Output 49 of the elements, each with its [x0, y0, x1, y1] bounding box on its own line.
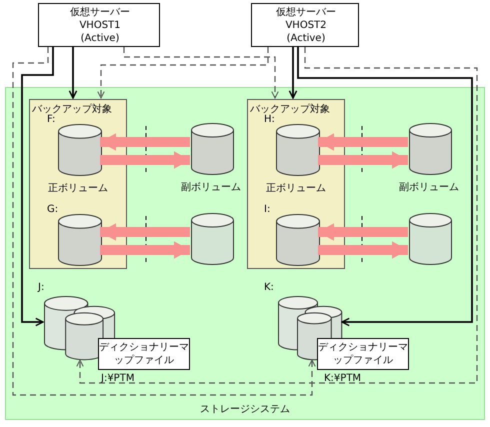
volume-label: 正ボリューム	[48, 182, 108, 195]
replication-arrow	[318, 151, 408, 169]
volume-label: 副ボリューム	[181, 181, 241, 194]
drive-label: G:	[47, 203, 58, 216]
volume-cylinder	[58, 214, 102, 266]
path-label: J:¥PTM	[101, 372, 134, 385]
connector-arrow	[21, 47, 54, 326]
drive-label: J:	[38, 281, 44, 294]
connector-arrow	[97, 47, 269, 98]
system-label: ストレージシステム	[199, 403, 291, 416]
backup-target-box	[29, 99, 127, 269]
connector-arrow	[288, 47, 298, 99]
volume-cylinder	[276, 124, 320, 176]
file-label: ディクショナリーマップファイル	[99, 341, 189, 367]
connector-arrow	[123, 47, 279, 98]
server-label: 仮想サーバー VHOST1 (Active)	[69, 6, 131, 45]
replication-arrow	[100, 223, 190, 241]
volume-cylinder	[191, 123, 234, 175]
volume-cylinder	[276, 214, 320, 266]
replication-arrow	[100, 241, 190, 259]
path-label: K:¥PTM	[324, 372, 362, 385]
replication-arrow	[100, 151, 190, 169]
replication-arrow	[100, 133, 190, 151]
volume-stack-drawing	[44, 296, 116, 361]
volume-cylinder	[409, 123, 452, 175]
volume-cylinder	[191, 213, 234, 265]
drive-label: F:	[47, 114, 56, 126]
backup-target-box	[247, 99, 345, 269]
drive-label: I:	[264, 203, 270, 216]
connector-arrow	[12, 47, 316, 396]
server-box	[251, 3, 359, 47]
box-heading: バックアップ対象	[250, 103, 330, 115]
file-label: ディクショナリーマップファイル	[318, 341, 408, 367]
volume-label: 副ボリューム	[399, 181, 459, 194]
connector-arrow	[76, 47, 478, 384]
drive-label: H:	[264, 114, 275, 126]
replication-arrow	[318, 133, 408, 151]
replication-arrow	[318, 241, 408, 259]
volume-cylinder	[409, 213, 452, 265]
volume-cylinder	[58, 124, 102, 176]
storage-system-band	[5, 87, 485, 420]
volume-label: 正ボリューム	[266, 182, 326, 195]
box-heading: バックアップ対象	[32, 103, 112, 115]
drive-label: K:	[264, 281, 274, 294]
connector-arrow	[68, 47, 78, 99]
server-label: 仮想サーバー VHOST2 (Active)	[275, 6, 337, 45]
connector-arrow	[297, 47, 473, 326]
server-box	[38, 3, 160, 47]
replication-arrow	[318, 223, 408, 241]
